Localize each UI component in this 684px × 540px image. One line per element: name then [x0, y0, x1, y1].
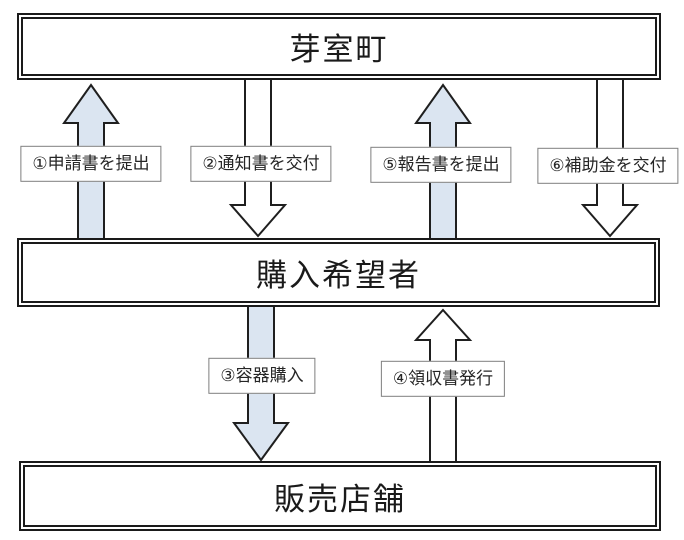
node-store-label: 販売店舗 — [274, 481, 406, 517]
node-purchaser-frame: 購入希望者 — [21, 242, 656, 303]
arrow-label-issue-notice: ②通知書を交付 — [190, 145, 332, 183]
node-store: 販売店舗 — [19, 461, 661, 531]
arrow-label-issue-receipt: ④領収書発行 — [380, 360, 506, 398]
node-town-label: 芽室町 — [289, 32, 389, 67]
arrow-label-submit-report: ⑤報告書を提出 — [370, 146, 512, 184]
arrow-label-submit-application: ①申請書を提出 — [20, 145, 162, 183]
node-store-frame: 販売店舗 — [23, 465, 657, 527]
node-purchaser: 購入希望者 — [17, 238, 660, 307]
node-town-frame: 芽室町 — [21, 17, 657, 76]
arrow-label-grant-subsidy: ⑥補助金を交付 — [537, 147, 679, 185]
node-town: 芽室町 — [17, 13, 661, 80]
arrow-label-purchase-container: ③容器購入 — [208, 357, 316, 395]
node-purchaser-label: 購入希望者 — [256, 258, 421, 293]
